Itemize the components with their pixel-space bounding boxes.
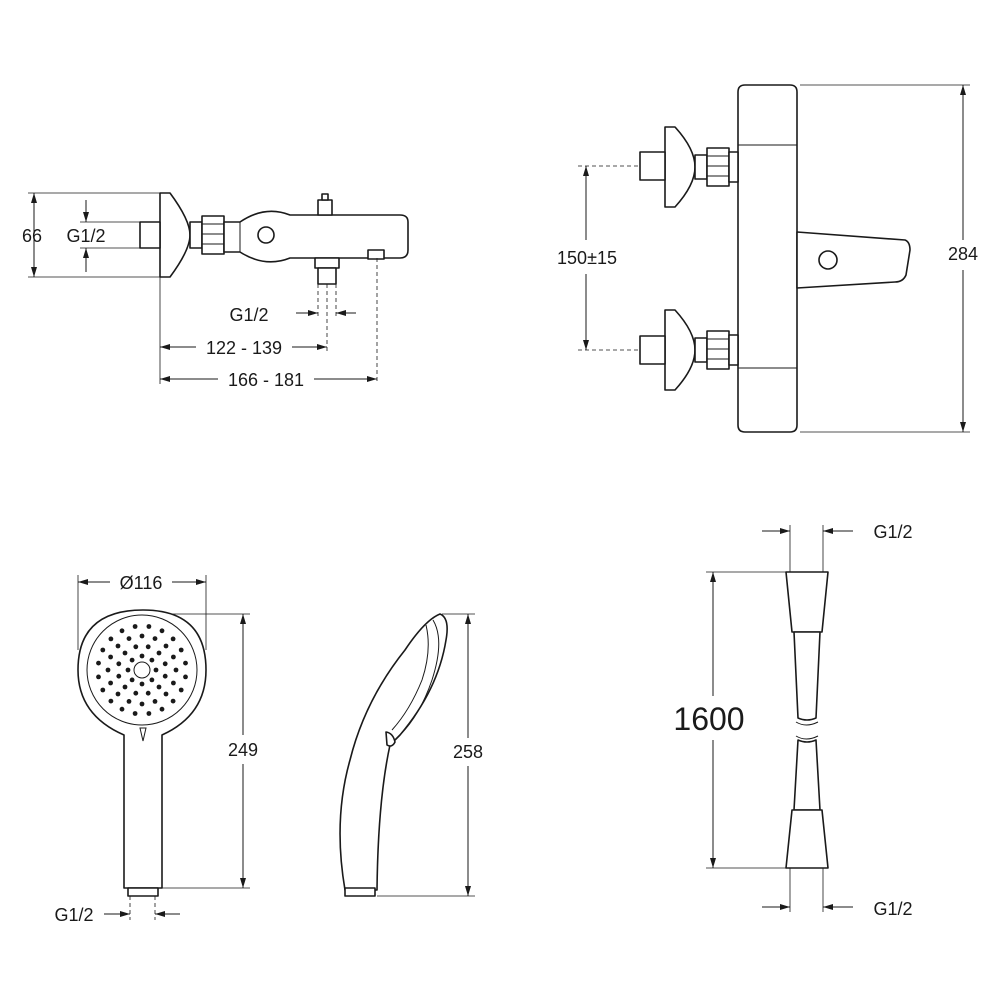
spray-nozzle (139, 681, 145, 687)
spray-nozzle (163, 643, 169, 649)
spray-nozzle (133, 644, 139, 650)
spray-nozzle (116, 673, 122, 679)
spray-nozzle (96, 674, 101, 680)
spray-nozzle (145, 690, 151, 696)
spray-nozzle (139, 653, 145, 659)
spray-face (86, 614, 198, 726)
spray-nozzle (170, 636, 176, 642)
spray-nozzle (183, 660, 188, 666)
mixer-inlet-thread-dimension: G1/2 (66, 226, 105, 246)
spray-nozzle (149, 657, 155, 663)
spout-nut (314, 257, 340, 269)
spray-nozzle (139, 633, 145, 639)
spray-nozzle (119, 706, 125, 712)
spray-nozzle (122, 684, 128, 690)
spray-nozzle (146, 624, 152, 629)
spray-nozzle (152, 636, 158, 641)
spray-nozzle (146, 711, 152, 716)
spray-nozzle (171, 654, 176, 660)
shower-hose: G1/2 1600 G1/2 (673, 522, 912, 919)
hand-shower-thread-dimension: G1/2 (54, 905, 93, 925)
hose-bottom-thread-dimension: G1/2 (873, 899, 912, 919)
hand-shower-front-outline (77, 609, 207, 889)
hand-shower-thread (127, 887, 159, 897)
spray-nozzle (129, 657, 135, 663)
mixer-side-view: 66 G1/2 G1/2 122 - 139 166 - 181 (22, 192, 409, 390)
spray-nozzle-pattern (96, 624, 188, 716)
spray-nozzle (129, 677, 135, 683)
mixer-overall-height-dimension: 284 (948, 244, 978, 264)
spray-nozzle (163, 691, 169, 697)
spray-nozzle (162, 661, 168, 667)
spray-nozzle (132, 624, 138, 629)
spray-nozzle (178, 647, 184, 653)
spray-nozzle (108, 680, 113, 686)
spout-outlet (317, 267, 337, 285)
hand-shower-front-length-dimension: 249 (228, 740, 258, 760)
mixer-side-knob (257, 226, 275, 244)
spray-nozzle (108, 654, 113, 660)
spray-nozzle (100, 687, 106, 693)
spray-nozzle (105, 667, 111, 673)
spray-nozzle (108, 698, 114, 704)
spray-nozzle (156, 650, 162, 656)
spray-nozzle (183, 674, 188, 680)
mixer-inlet-spacing-dimension: 150±15 (557, 248, 617, 268)
spray-nozzle (159, 706, 165, 712)
spray-nozzle (119, 628, 125, 634)
spray-nozzle (149, 677, 155, 683)
mixer-inner-length-dimension: 122 - 139 (206, 338, 282, 358)
spray-nozzle (170, 698, 176, 704)
hand-shower-side-view: 258 (339, 613, 483, 897)
spray-nozzle (162, 673, 168, 679)
spray-nozzle (178, 687, 184, 693)
hand-shower-side-outline (339, 613, 448, 891)
mixer-height-dimension: 66 (22, 226, 42, 246)
spray-nozzle (126, 699, 132, 704)
mixer-front-handle (796, 231, 911, 289)
hose-top-thread-dimension: G1/2 (873, 522, 912, 542)
spray-nozzle (100, 647, 106, 653)
wall-pipe (139, 221, 161, 249)
mixer-front-knob (818, 250, 838, 270)
spray-nozzle (153, 667, 159, 673)
mixer-front-view: 150±15 284 (557, 84, 978, 433)
spray-nozzle (159, 628, 165, 634)
hose-length-dimension: 1600 (673, 701, 744, 737)
spray-nozzle (139, 701, 145, 707)
spray-nozzle (96, 660, 101, 666)
spray-center (133, 661, 151, 679)
hand-shower-front-view: Ø116 249 G1/2 (54, 573, 258, 925)
spray-nozzle (108, 636, 114, 642)
spray-nozzle (173, 667, 179, 673)
spray-nozzle (122, 650, 128, 656)
spray-nozzle (133, 690, 139, 696)
mixer-body (223, 210, 409, 263)
hex-nut (201, 215, 225, 255)
spray-nozzle (171, 680, 176, 686)
spray-nozzle (115, 691, 121, 697)
wall-flange (159, 192, 191, 278)
spray-nozzle (132, 711, 138, 716)
spray-nozzle (145, 644, 151, 650)
spray-nozzle (126, 636, 132, 641)
mixer-outlet-thread-dimension: G1/2 (229, 305, 268, 325)
spray-nozzle (116, 661, 122, 667)
hose-bottom-fitting (785, 809, 829, 869)
hand-shower-diameter-dimension: Ø116 (120, 573, 163, 593)
hand-shower-side-thread (344, 887, 376, 897)
mixer-front-body (737, 84, 798, 433)
spray-nozzle (156, 684, 162, 690)
mixer-outer-length-dimension: 166 - 181 (228, 370, 304, 390)
spray-nozzle (115, 643, 121, 649)
spray-nozzle (152, 699, 158, 704)
hose-top-fitting (785, 571, 829, 633)
hand-shower-side-length-dimension: 258 (453, 742, 483, 762)
spray-nozzle (125, 667, 131, 673)
